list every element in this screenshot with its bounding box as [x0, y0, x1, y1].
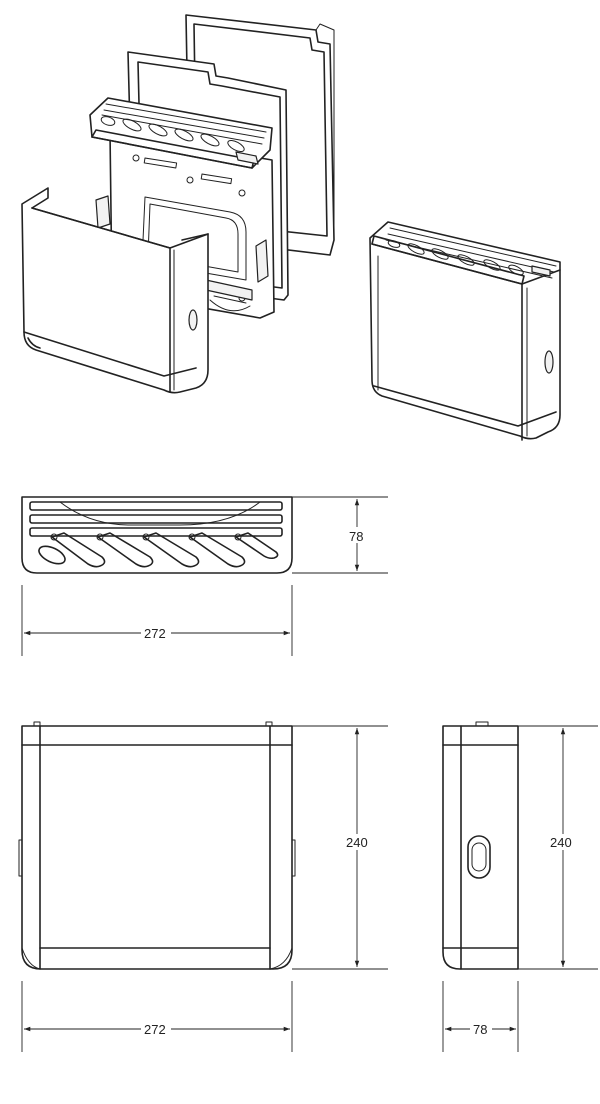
front-view-width-label: 272 [144, 1022, 166, 1037]
exploded-view [21, 14, 335, 394]
assembled-view [369, 221, 561, 441]
side-view-depth-label: 78 [473, 1022, 487, 1037]
top-view: 78 272 [21, 496, 388, 656]
top-slot-6 [235, 532, 279, 560]
front-shell [21, 187, 209, 394]
exploded-top-grille [89, 97, 273, 169]
front-view-height-label: 240 [346, 835, 368, 850]
top-slot-4 [143, 532, 200, 568]
side-handle-outer [467, 835, 491, 879]
plate-slot-left [143, 157, 178, 169]
top-view-depth-label: 78 [349, 529, 363, 544]
top-slot-5 [189, 532, 246, 568]
top-slot-1 [38, 545, 66, 565]
top-view-width-label: 272 [144, 626, 166, 641]
front-view: 240 272 [18, 721, 388, 1052]
assembled-handle-slot [544, 350, 554, 374]
top-slot-2 [51, 532, 106, 568]
top-slot-3 [97, 532, 154, 568]
plate-window [141, 196, 247, 281]
side-view-height-label: 240 [550, 835, 572, 850]
shell-handle-slot [188, 309, 198, 331]
plate-slot-right [200, 173, 233, 185]
side-view: 240 78 [442, 721, 598, 1052]
bottom-bracket [205, 279, 253, 312]
side-handle-inner [471, 842, 487, 872]
